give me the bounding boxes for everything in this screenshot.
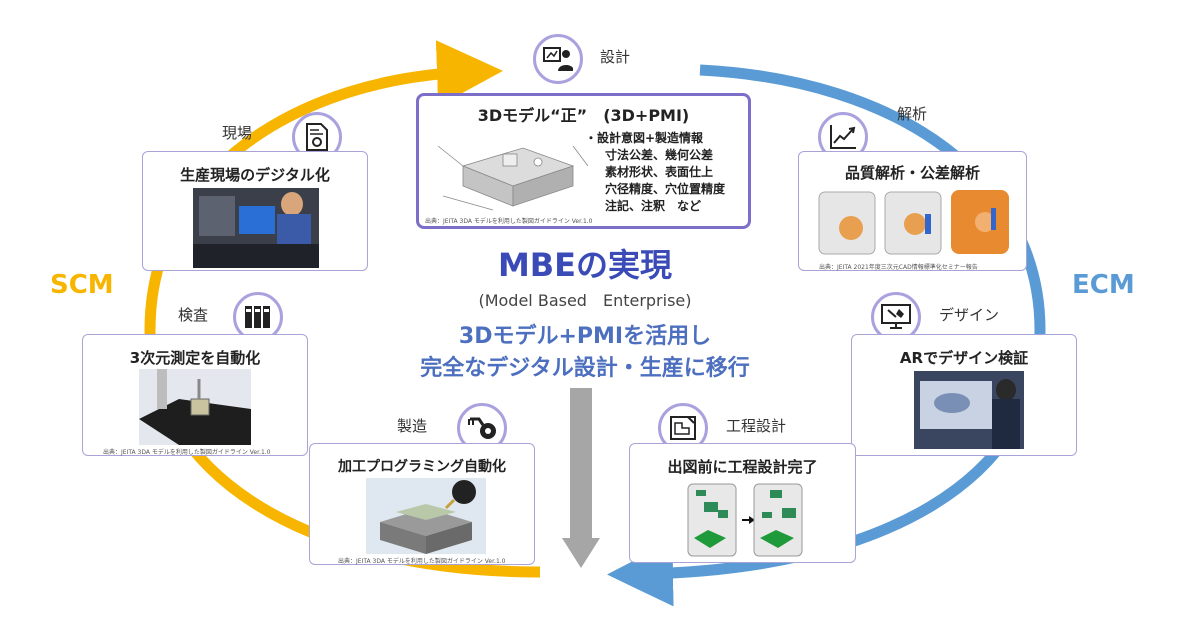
presenter-icon — [533, 34, 583, 84]
design-bullet: 穴径精度、穴位置精度 — [605, 182, 726, 196]
ecm-label: ECM — [1072, 270, 1135, 300]
site-box-title: 生産現場のデジタル化 — [180, 166, 330, 184]
center-line-2: 完全なデジタル設計・生産に移行 — [420, 356, 750, 381]
center-subtitle: (Model Based Enterprise) — [478, 291, 692, 310]
analysis-box-title: 品質解析・公差解析 — [844, 164, 980, 182]
machining-image — [366, 478, 486, 554]
site-box: 生産現場のデジタル化 — [142, 151, 368, 271]
ar-headset-photo — [914, 371, 1024, 449]
process-box-title: 出図前に工程設計完了 — [667, 458, 818, 476]
design-box-title: 3Dモデル“正” (3D+PMI) — [477, 106, 690, 125]
center-title: MBEの実現 — [497, 246, 673, 284]
cmm-image — [139, 369, 251, 445]
design-bullet: 注記、注釈 など — [605, 199, 702, 213]
analysis-source: 出典：JEITA 2021年度三次元CAD情報標準化セミナー報告 — [819, 264, 978, 271]
manufacturing-source: 出典：JEITA 3DA モデルを利用した製図ガイドライン Ver.1.0 — [338, 558, 506, 565]
process-flow-image — [687, 483, 803, 557]
design2-box-title: ARでデザイン検証 — [899, 349, 1029, 367]
inspection-source: 出典：JEITA 3DA モデルを利用した製図ガイドライン Ver.1.0 — [103, 449, 271, 456]
design-box: 3Dモデル“正” (3D+PMI) ・設計意図+製造情報 寸法公差、幾何公差 素… — [416, 93, 751, 229]
center-line-1: 3Dモデル+PMIを活用し — [458, 324, 712, 349]
scm-label: SCM — [50, 270, 114, 300]
analysis-box: 品質解析・公差解析 出典：JEITA 2021年度三次元CAD情報標準化セミナー… — [798, 151, 1027, 271]
analysis-label: 解析 — [897, 105, 928, 123]
center-down-arrow-shaft — [570, 388, 592, 538]
design-source: 出典：JEITA 3DA モデルを利用した製図ガイドライン Ver.1.0 — [425, 218, 593, 225]
inspection-box-title: 3次元測定を自動化 — [129, 349, 261, 367]
inspection-box: 3次元測定を自動化 出典：JEITA 3DA モデルを利用した製図ガイドライン … — [82, 334, 308, 456]
process-label: 工程設計 — [726, 417, 787, 435]
cad-model-image — [437, 145, 589, 211]
process-box: 出図前に工程設計完了 — [629, 443, 856, 563]
site-label: 現場 — [222, 124, 253, 142]
inspection-label: 検査 — [178, 306, 209, 324]
design-label: 設計 — [600, 48, 631, 66]
design-bullet: 素材形状、表面仕上 — [605, 165, 714, 179]
center-down-arrow-head — [562, 538, 600, 568]
design-bullet: 寸法公差、幾何公差 — [605, 148, 714, 162]
manufacturing-box-title: 加工プログラミング自動化 — [338, 459, 506, 475]
design2-box: ARでデザイン検証 — [851, 334, 1077, 456]
design-bullet-head: ・設計意図+製造情報 — [585, 131, 704, 145]
manufacturing-box: 加工プログラミング自動化 出典：JEITA 3DA モデルを利用した製図ガイドラ… — [309, 443, 535, 565]
design2-label: デザイン — [939, 306, 1000, 324]
manufacturing-label: 製造 — [397, 417, 428, 435]
factory-worker-photo — [193, 188, 319, 268]
tolerance-analysis-image — [818, 190, 1009, 255]
